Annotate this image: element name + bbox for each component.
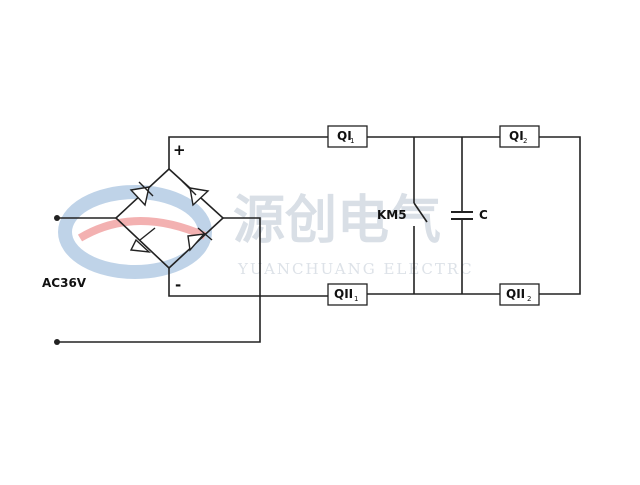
ac-voltage-label: AC36V bbox=[42, 276, 87, 290]
diode-upper-left bbox=[129, 181, 154, 207]
km5-label: KM5 bbox=[377, 208, 407, 222]
breaker-qi-2-label: QI bbox=[509, 129, 524, 143]
watermark-cn-text: 源创电气 bbox=[233, 190, 441, 251]
breaker-qii-2-label: QII bbox=[506, 287, 525, 301]
diode-lower-right bbox=[187, 227, 213, 252]
km5-switch-blade bbox=[413, 202, 428, 223]
breaker-qi-2-sub: 2 bbox=[523, 137, 527, 145]
breaker-qii-1-sub: 1 bbox=[354, 295, 358, 303]
breaker-qii-1-label: QII bbox=[334, 287, 353, 301]
breaker-qi-1: QI 1 bbox=[327, 125, 368, 148]
diode-upper-right bbox=[181, 180, 210, 207]
plus-label: + bbox=[173, 141, 186, 159]
terminal-top bbox=[54, 215, 60, 221]
diode-lower-left bbox=[129, 227, 156, 253]
minus-label: - bbox=[175, 276, 181, 294]
breaker-qi-2: QI 2 bbox=[499, 125, 540, 148]
watermark-en-text: YUANCHUANG ELECTRC bbox=[237, 260, 474, 278]
breaker-qii-2-sub: 2 bbox=[527, 295, 531, 303]
bridge-rectifier bbox=[114, 167, 225, 270]
breaker-qi-1-sub: 1 bbox=[350, 137, 354, 145]
terminal-bottom bbox=[54, 339, 60, 345]
capacitor-label: C bbox=[479, 208, 488, 222]
breaker-qii-2: QII 2 bbox=[499, 283, 540, 306]
ac-input-wires bbox=[54, 215, 261, 345]
breaker-qii-1: QII 1 bbox=[327, 283, 368, 306]
dc-rails bbox=[168, 136, 581, 297]
logo-red-swoosh bbox=[77, 217, 207, 242]
breaker-qi-1-label: QI bbox=[337, 129, 352, 143]
watermark-logo bbox=[58, 185, 212, 279]
